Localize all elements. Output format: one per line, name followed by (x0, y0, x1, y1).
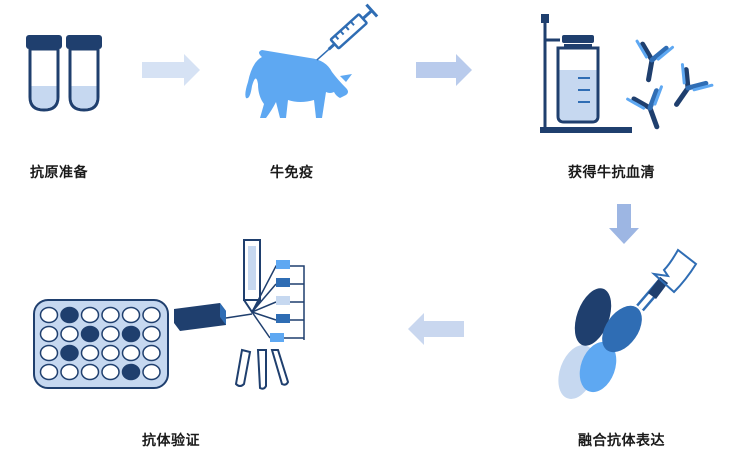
arrow-right-icon (142, 54, 200, 86)
chromatography-icon (174, 239, 305, 390)
well (60, 306, 79, 324)
well (121, 363, 141, 381)
well (142, 325, 161, 343)
step-label-validation: 抗体验证 (142, 433, 200, 449)
well (101, 363, 120, 381)
step-label-cow-immunization: 牛免疫 (270, 165, 314, 181)
well (142, 363, 161, 381)
well (60, 325, 79, 343)
well (60, 363, 79, 381)
well (121, 344, 141, 362)
well (101, 325, 120, 343)
syringe-icon (316, 3, 379, 61)
well (142, 306, 161, 324)
well (60, 344, 79, 362)
vial-icon (26, 35, 102, 112)
step-label-antiserum: 获得牛抗血清 (568, 165, 655, 181)
well (39, 363, 59, 381)
well (39, 325, 59, 343)
well (101, 306, 120, 324)
well-plate-icon (33, 299, 169, 389)
well (101, 344, 120, 362)
well (121, 306, 141, 324)
well (39, 344, 59, 362)
well (39, 306, 59, 324)
step-label-fusion-expression: 融合抗体表达 (578, 433, 665, 449)
arrow-down-icon (609, 204, 639, 244)
well (80, 325, 100, 343)
well (80, 306, 100, 324)
cow-icon (245, 50, 352, 118)
flask-stand-icon (540, 14, 632, 133)
well (121, 325, 141, 343)
arrow-left-icon (408, 313, 464, 345)
arrow-right-icon (416, 54, 472, 86)
well (142, 344, 161, 362)
well (80, 344, 100, 362)
antibody-icon (626, 39, 714, 130)
fusion-antibody-icon (558, 248, 698, 399)
step-label-antigen-prep: 抗原准备 (30, 165, 88, 181)
well (80, 363, 100, 381)
